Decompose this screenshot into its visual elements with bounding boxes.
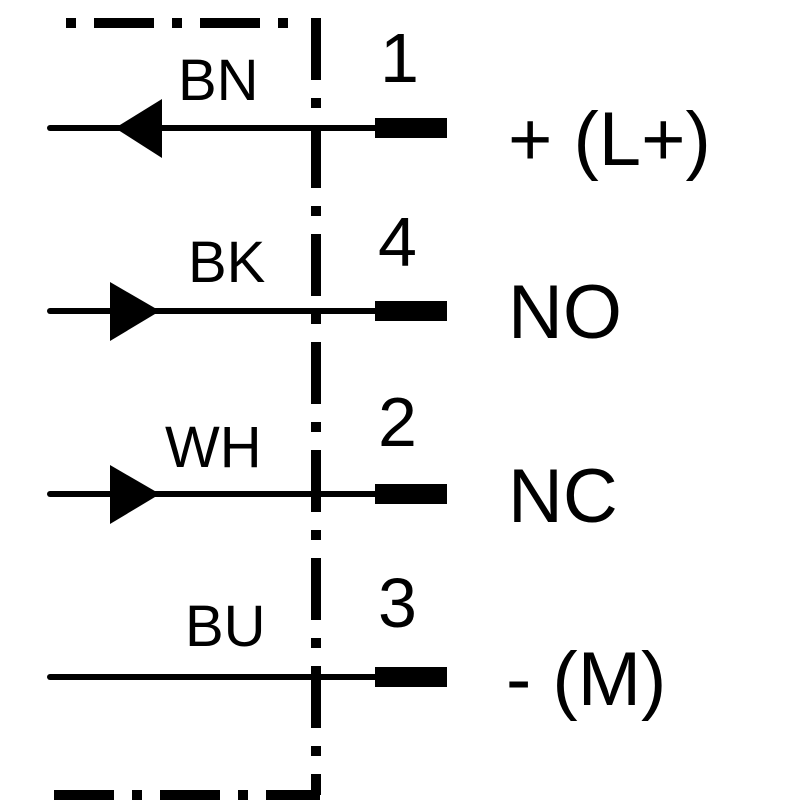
connector-terminal [375, 667, 447, 687]
pin-row-3: BU 3 - (M) [47, 564, 666, 722]
connector-terminal [375, 118, 447, 138]
arrow-right-icon [110, 465, 160, 524]
signal-label: NO [508, 270, 622, 355]
pin-row-4: BK 4 NO [47, 203, 622, 355]
wire-color-label: BK [188, 230, 266, 295]
signal-label: + (L+) [508, 97, 711, 182]
pin-number: 4 [378, 203, 417, 281]
wire-color-label: BN [178, 48, 259, 113]
wire-color-label: BU [185, 594, 266, 659]
pin-row-2: WH 2 NC [47, 383, 618, 539]
connector-terminal [375, 301, 447, 321]
wire-color-label: WH [165, 415, 262, 480]
pin-number: 1 [380, 19, 419, 97]
pin-number: 3 [378, 564, 417, 642]
arrow-left-icon [115, 99, 162, 158]
arrow-right-icon [110, 282, 160, 341]
connector-terminal [375, 484, 447, 504]
signal-label: - (M) [506, 637, 666, 722]
signal-label: NC [508, 454, 618, 539]
pin-number: 2 [378, 383, 417, 461]
pin-row-1: BN 1 + (L+) [47, 19, 711, 182]
